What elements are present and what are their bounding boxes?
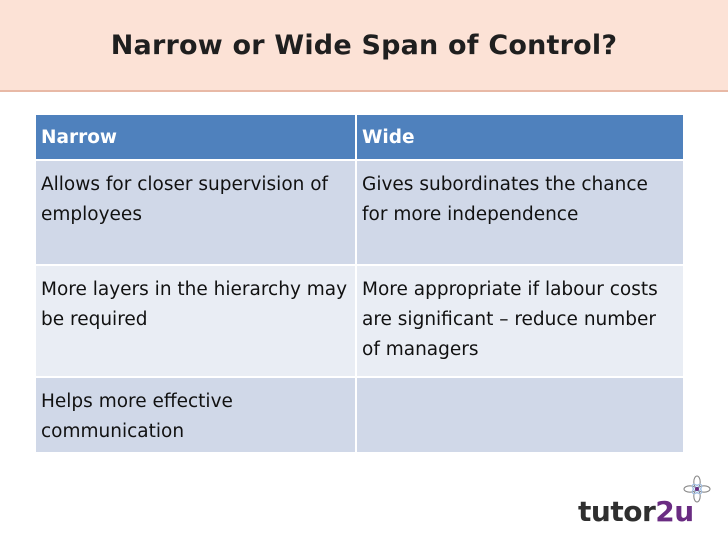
cell-wide: More appropriate if labour costs are sig… (355, 264, 685, 378)
title-band (0, 0, 728, 92)
logo-text-suffix: 2u (655, 495, 694, 528)
flower-icon (683, 475, 711, 503)
tutor2u-logo: tutor2u (578, 475, 711, 528)
logo-text: tutor2u (578, 495, 694, 528)
table-row: Helps more effective communication (34, 376, 685, 454)
slide-title: Narrow or Wide Span of Control? (110, 30, 618, 61)
table-row: Allows for closer supervision of employe… (34, 159, 685, 266)
table-header-row: Narrow Wide (34, 113, 685, 161)
header-narrow: Narrow (34, 113, 357, 161)
cell-narrow: Helps more effective communication (34, 376, 357, 454)
comparison-table: Narrow Wide Allows for closer supervisio… (34, 113, 685, 454)
logo-text-prefix: tutor (578, 495, 656, 528)
header-wide: Wide (355, 113, 685, 161)
table-row: More layers in the hierarchy may be requ… (34, 264, 685, 378)
cell-wide (355, 376, 685, 454)
cell-narrow: More layers in the hierarchy may be requ… (34, 264, 357, 378)
cell-narrow: Allows for closer supervision of employe… (34, 159, 357, 266)
cell-wide: Gives subordinates the chance for more i… (355, 159, 685, 266)
